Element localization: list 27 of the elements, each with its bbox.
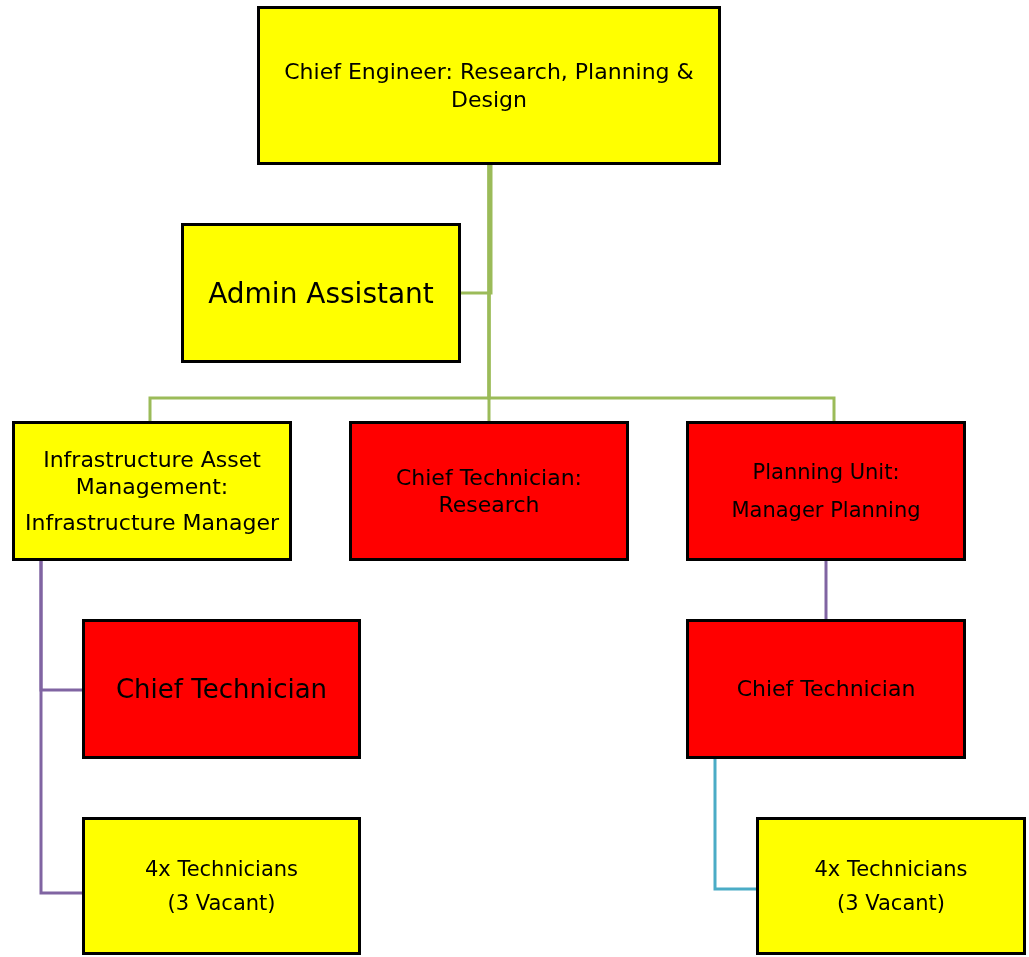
role-title: Infrastructure Manager: [25, 508, 279, 537]
org-box: [82, 817, 361, 955]
role-title: (3 Vacant): [167, 890, 276, 917]
role-title: 4x Technicians: [814, 855, 968, 882]
connector-line: [824, 561, 828, 619]
connector-line: [713, 759, 756, 891]
org-box: [181, 223, 461, 363]
role-title: Planning Unit:: [752, 458, 900, 485]
role-title: Infrastructure Asset Management:: [42, 445, 262, 501]
role-title: Chief Technician: [736, 675, 916, 703]
role-title: Chief Technician: Research: [394, 463, 584, 519]
connector-line: [39, 561, 82, 895]
org-box: [686, 619, 966, 759]
org-box: [686, 421, 966, 561]
role-title: Admin Assistant: [208, 275, 434, 311]
org-box: [12, 421, 292, 561]
connector-line: [461, 165, 493, 295]
org-box: [257, 6, 721, 165]
org-box: [82, 619, 361, 759]
org-box: [349, 421, 629, 561]
role-title: (3 Vacant): [837, 890, 945, 917]
role-title: Chief Engineer: Research, Planning & Design: [283, 58, 695, 113]
role-title: Manager Planning: [731, 497, 921, 524]
connector-line: [487, 165, 836, 421]
role-title: Chief Technician: [115, 672, 328, 706]
role-title: 4x Technicians: [144, 855, 299, 882]
org-box: [756, 817, 1026, 955]
